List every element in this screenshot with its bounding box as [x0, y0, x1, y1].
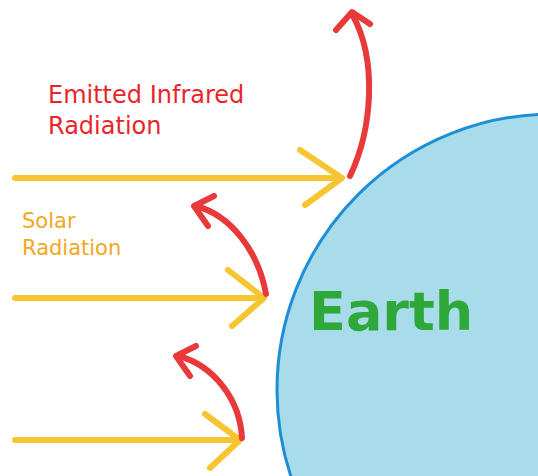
solar-ray	[15, 295, 262, 301]
planet-name: Earth	[309, 280, 473, 343]
planet-disc	[277, 114, 538, 476]
radiation-label: Emitted Infrared Radiation	[48, 80, 348, 142]
infrared-arrowhead	[194, 196, 214, 226]
radiation-label: Solar Radiation	[22, 208, 152, 263]
infrared-ray	[350, 14, 369, 176]
solar-arrowhead	[205, 414, 240, 468]
planet-circle: Earth	[275, 112, 538, 476]
solar-ray	[15, 437, 238, 443]
solar-arrowhead	[300, 150, 342, 205]
infrared-arrowhead	[176, 346, 196, 376]
infrared-arrowhead	[336, 12, 370, 30]
solar-arrowhead	[228, 270, 264, 326]
solar-ray	[15, 175, 340, 181]
